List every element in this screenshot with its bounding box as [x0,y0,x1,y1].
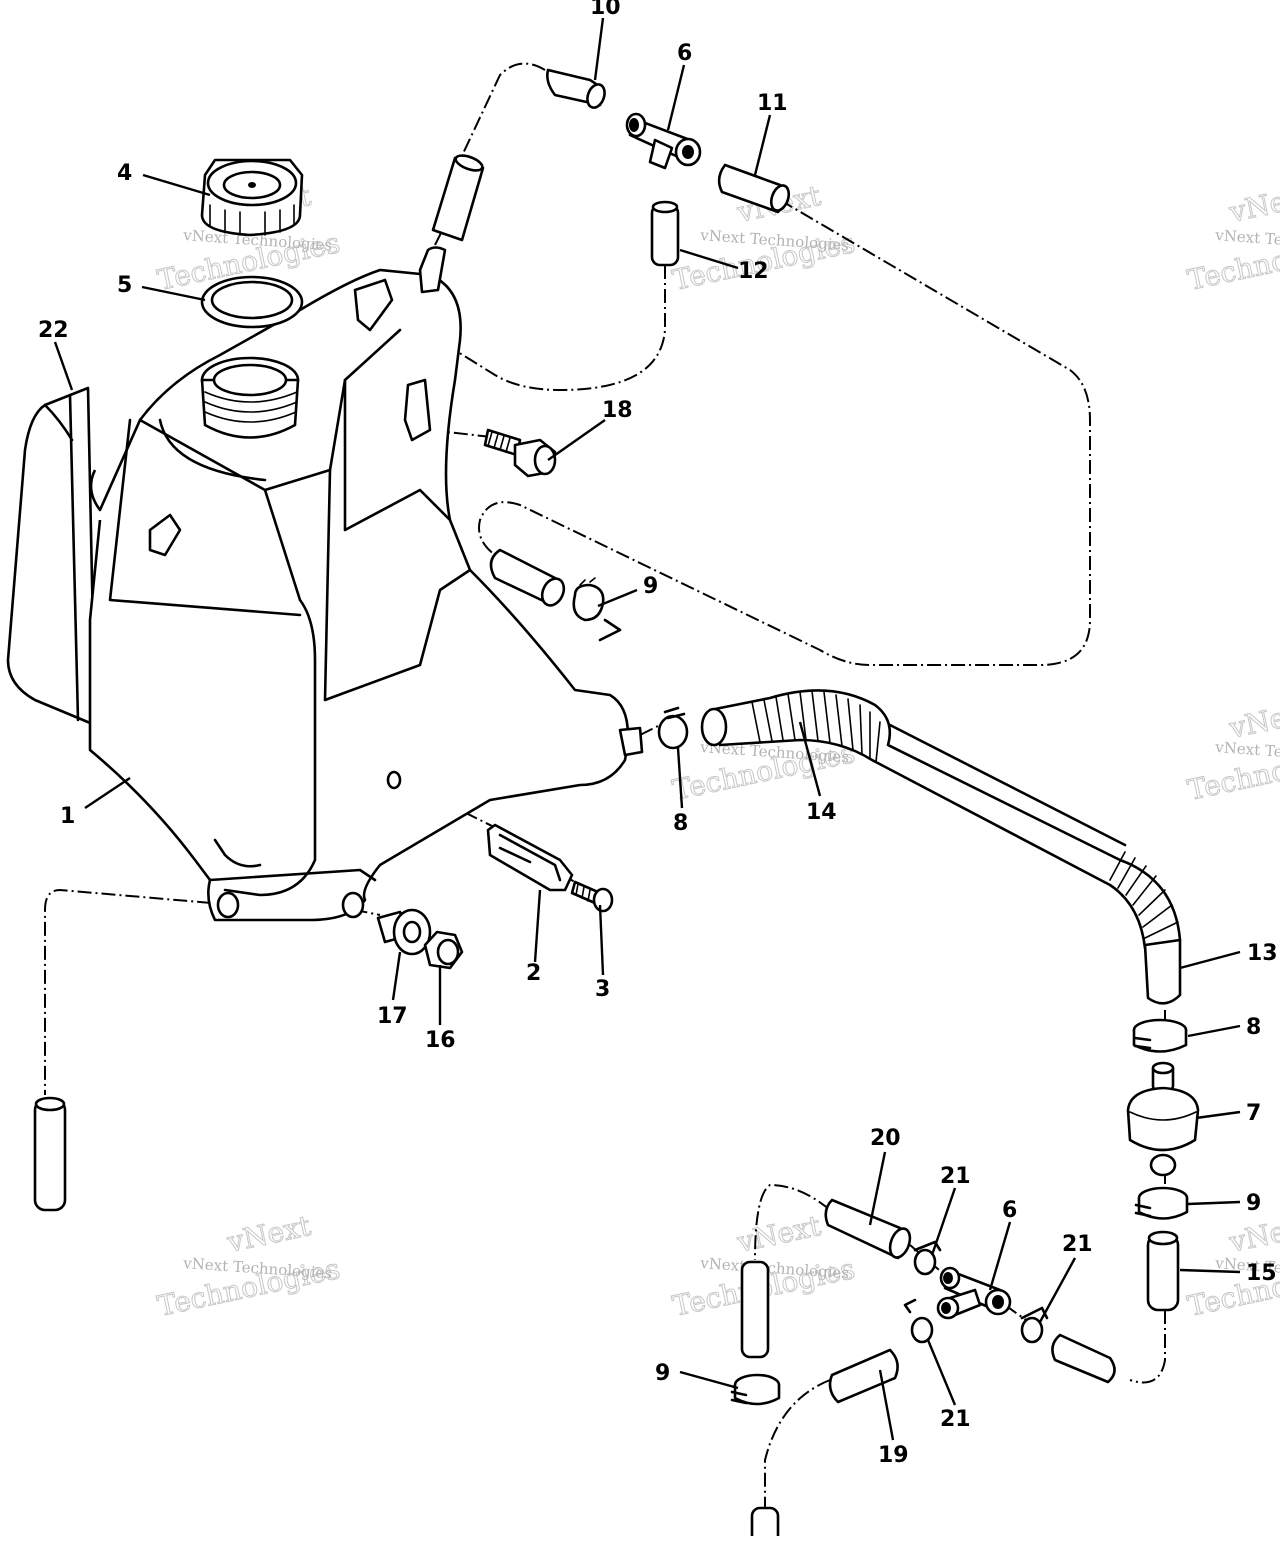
hose-12 [650,200,680,267]
callout-19: 19 [878,1443,909,1468]
watermark-mid-right: vNext vNext Technologies Technologies [1184,694,1280,807]
hose-20 [824,1198,912,1260]
hose-19 [828,1348,899,1404]
callout-10: 10 [590,0,621,20]
callout-6-lower: 6 [1002,1198,1017,1223]
callout-17: 17 [377,1004,408,1029]
hose-13 [1143,938,1182,1005]
clip-21-upper [913,1240,942,1276]
callout-14: 14 [806,800,837,825]
hose-10 [546,68,606,109]
svg-text:vNext: vNext [1226,179,1280,229]
hose-11 [717,163,791,214]
clamp-9-lower-left [730,1373,781,1406]
callout-21-right: 21 [1062,1232,1093,1257]
callout-6-upper: 6 [677,41,692,66]
callout-2: 2 [526,961,541,986]
hose-15 [1146,1230,1180,1312]
bracket-2 [486,823,574,892]
callout-7: 7 [1246,1101,1261,1126]
callout-labels: 10 6 11 4 12 5 22 18 9 8 14 1 2 3 17 16 … [38,0,1278,1468]
clip-21-lower [903,1298,934,1344]
watermark-bottom-left: vNext vNext Technologies Technologies [154,1208,343,1323]
callout-20: 20 [870,1126,901,1151]
svg-text:vNext: vNext [734,1209,825,1259]
clamp-8-mid [657,706,689,750]
drain-hose-left [33,1096,67,1212]
clamp-9-right [1134,1186,1189,1220]
callout-9-lower-left: 9 [655,1361,670,1386]
side-panel-22 [6,386,97,727]
callout-21-upper: 21 [940,1164,971,1189]
callout-8-lower: 8 [1246,1015,1261,1040]
hose-with-clamp-9-upper [489,548,622,642]
filler-cap-4 [200,158,304,237]
callout-22: 22 [38,318,69,343]
callout-12: 12 [738,259,769,284]
callout-11: 11 [757,91,788,116]
nut-16 [423,930,464,970]
gasket-5 [200,275,304,329]
callout-3: 3 [595,977,610,1002]
t-fitting-6-lower [936,1266,1012,1320]
callout-13: 13 [1247,941,1278,966]
t-fitting-6-upper [625,112,702,170]
callout-15: 15 [1246,1261,1277,1286]
callout-8-mid: 8 [673,811,688,836]
callout-18: 18 [602,398,633,423]
clamp-8-lower [1132,1018,1188,1053]
callout-9-right: 9 [1246,1191,1261,1216]
callout-5: 5 [117,273,132,298]
clip-21-right [1020,1306,1049,1344]
watermark-top-right: vNext vNext Technologies Technologies [1184,178,1280,297]
hose-bottom-stub [750,1506,780,1541]
leader-lines [53,17,1241,1441]
svg-text:vNext: vNext [1226,695,1280,745]
fuel-filter-7 [1126,1061,1200,1177]
svg-text:vNext: vNext [224,1209,315,1259]
callout-21-lower: 21 [940,1407,971,1432]
grommet-17 [376,908,432,956]
callout-16: 16 [425,1028,456,1053]
vent-hose-upper [431,154,485,242]
svg-text:vNext: vNext [1226,1209,1280,1259]
bolt-18 [483,428,557,478]
callout-9-upper: 9 [643,574,658,599]
screw-3 [570,880,614,913]
callout-4: 4 [117,161,132,186]
callout-1: 1 [60,804,75,829]
corrugated-hose-14 [700,689,1182,950]
hose-lower-right [1051,1333,1116,1384]
vent-hose-lower-left [740,1260,770,1359]
tank-body-1 [88,246,644,922]
